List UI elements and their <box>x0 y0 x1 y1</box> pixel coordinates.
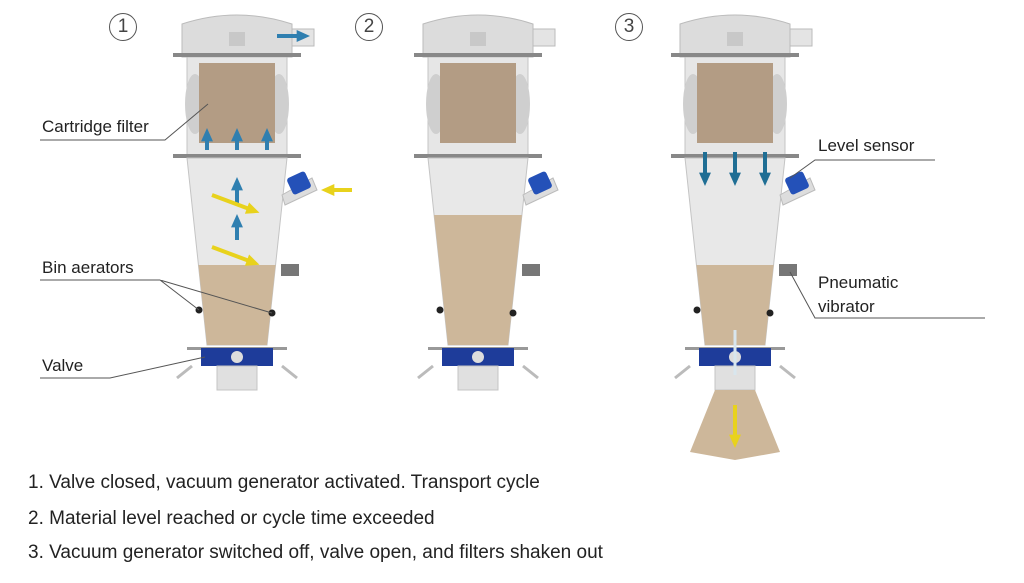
vacuum-receiver-2 <box>414 14 559 391</box>
caption-3: 3. Vacuum generator switched off, valve … <box>28 542 603 563</box>
vacuum-outlet-pipe <box>532 28 556 47</box>
label-valve: Valve <box>42 356 84 375</box>
bin-aerator <box>693 306 701 314</box>
material-flow-arrow-head <box>244 202 260 214</box>
leader-valve <box>40 356 206 379</box>
step-number-1: 1 <box>109 13 137 41</box>
flange <box>173 53 301 57</box>
lid-valve <box>229 32 245 46</box>
air-flow-arrow-head <box>231 128 243 142</box>
label-level-sensor: Level sensor <box>818 136 915 155</box>
discharge-arrow-head <box>729 434 741 448</box>
pneumatic-vibrator <box>281 264 299 276</box>
material-fill <box>434 215 522 345</box>
discharge-pipe <box>714 365 756 391</box>
caption-1: 1. Valve closed, vacuum generator activa… <box>28 472 540 493</box>
bin-aerator <box>509 309 517 317</box>
vacuum-receiver-1 <box>173 14 352 391</box>
valve-hub <box>472 351 484 363</box>
cartridge-filter <box>697 63 773 143</box>
filter-cleaning-arrow-head <box>759 172 771 186</box>
leader-level-sensor <box>789 159 935 179</box>
lid-valve <box>727 32 743 46</box>
material-flow-arrow-head <box>244 254 260 266</box>
material-fill <box>198 265 276 345</box>
flange <box>173 154 301 158</box>
support-legs <box>417 364 539 380</box>
caption-2: 2. Material level reached or cycle time … <box>28 508 435 529</box>
leader-bin-aerators <box>40 279 273 314</box>
support-legs <box>674 364 796 380</box>
discharge-pipe <box>457 365 499 391</box>
vacuum-receiver-3 <box>671 14 816 460</box>
material-flow-arrow <box>211 193 253 212</box>
lid-valve <box>470 32 486 46</box>
air-flow-arrow-head <box>201 128 213 142</box>
filter-cleaning-arrow-head <box>729 172 741 186</box>
label-bin-aerators: Bin aerators <box>42 258 134 277</box>
support-legs <box>176 364 298 380</box>
material-flow-arrow <box>211 245 253 264</box>
label-cartridge-filter: Cartridge filter <box>42 117 149 136</box>
air-flow-arrow-head <box>231 177 243 191</box>
label-pneumatic-vibrator-line2: vibrator <box>818 297 875 316</box>
bin-aerator <box>436 306 444 314</box>
step-number-2: 2 <box>355 13 383 41</box>
discharge-pipe <box>216 365 258 391</box>
valve-hub <box>231 351 243 363</box>
cartridge-filter <box>440 63 516 143</box>
flange <box>414 53 542 57</box>
bin-aerator <box>766 309 774 317</box>
pneumatic-vibrator <box>779 264 797 276</box>
label-pneumatic-vibrator-line1: Pneumatic <box>818 273 899 292</box>
leader-pneumatic-vibrator <box>789 271 985 319</box>
flange <box>414 154 542 158</box>
air-flow-arrow-head <box>231 214 243 228</box>
leader-cartridge-filter <box>40 103 209 141</box>
pneumatic-vibrator <box>522 264 540 276</box>
step-number-3: 3 <box>615 13 643 41</box>
air-flow-arrow-head <box>261 128 273 142</box>
level-sensor <box>528 171 552 195</box>
material-fill <box>696 265 774 345</box>
flange <box>671 53 799 57</box>
material-inlet-arrow-head <box>321 184 335 196</box>
vacuum-receiver-diagram <box>40 14 985 460</box>
filter-cleaning-arrow-head <box>699 172 711 186</box>
level-sensor <box>287 171 311 195</box>
vacuum-exhaust-arrow-head <box>296 30 310 42</box>
vacuum-outlet-pipe <box>789 28 813 47</box>
